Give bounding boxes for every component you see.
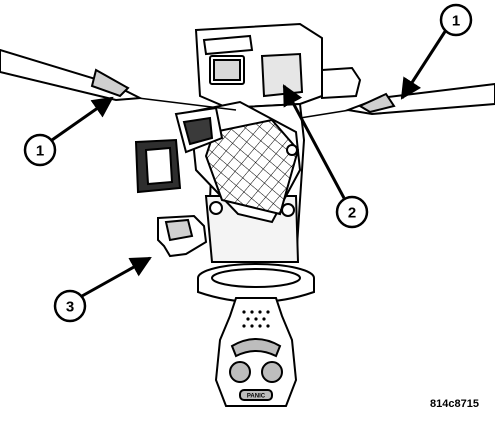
pry-tool-right [299, 82, 495, 119]
panic-button [239, 389, 273, 401]
leader-3 [81, 256, 152, 298]
unlock-button [261, 361, 283, 383]
callout-3-label: 3 [66, 299, 74, 316]
leader-1-left [51, 96, 114, 142]
lock-button [229, 361, 251, 383]
trunk-button [230, 338, 282, 358]
callout-1-right: 1 [439, 3, 473, 37]
leader-2 [282, 84, 346, 199]
panic-button-label: PANIC [247, 394, 266, 400]
callout-2-label: 2 [348, 205, 356, 222]
leader-1-right [400, 29, 448, 100]
callout-1-left-label: 1 [36, 143, 44, 160]
callout-1-right-label: 1 [452, 13, 460, 30]
antenna-module [174, 100, 302, 224]
callout-1-left: 1 [23, 133, 57, 167]
callout-2: 2 [335, 195, 369, 229]
figure-reference-code: 814c8715 [430, 398, 479, 410]
callout-3: 3 [53, 289, 87, 323]
leader-lines [51, 29, 448, 298]
pry-tool-left [0, 48, 237, 111]
key-fob: PANIC [214, 297, 298, 407]
